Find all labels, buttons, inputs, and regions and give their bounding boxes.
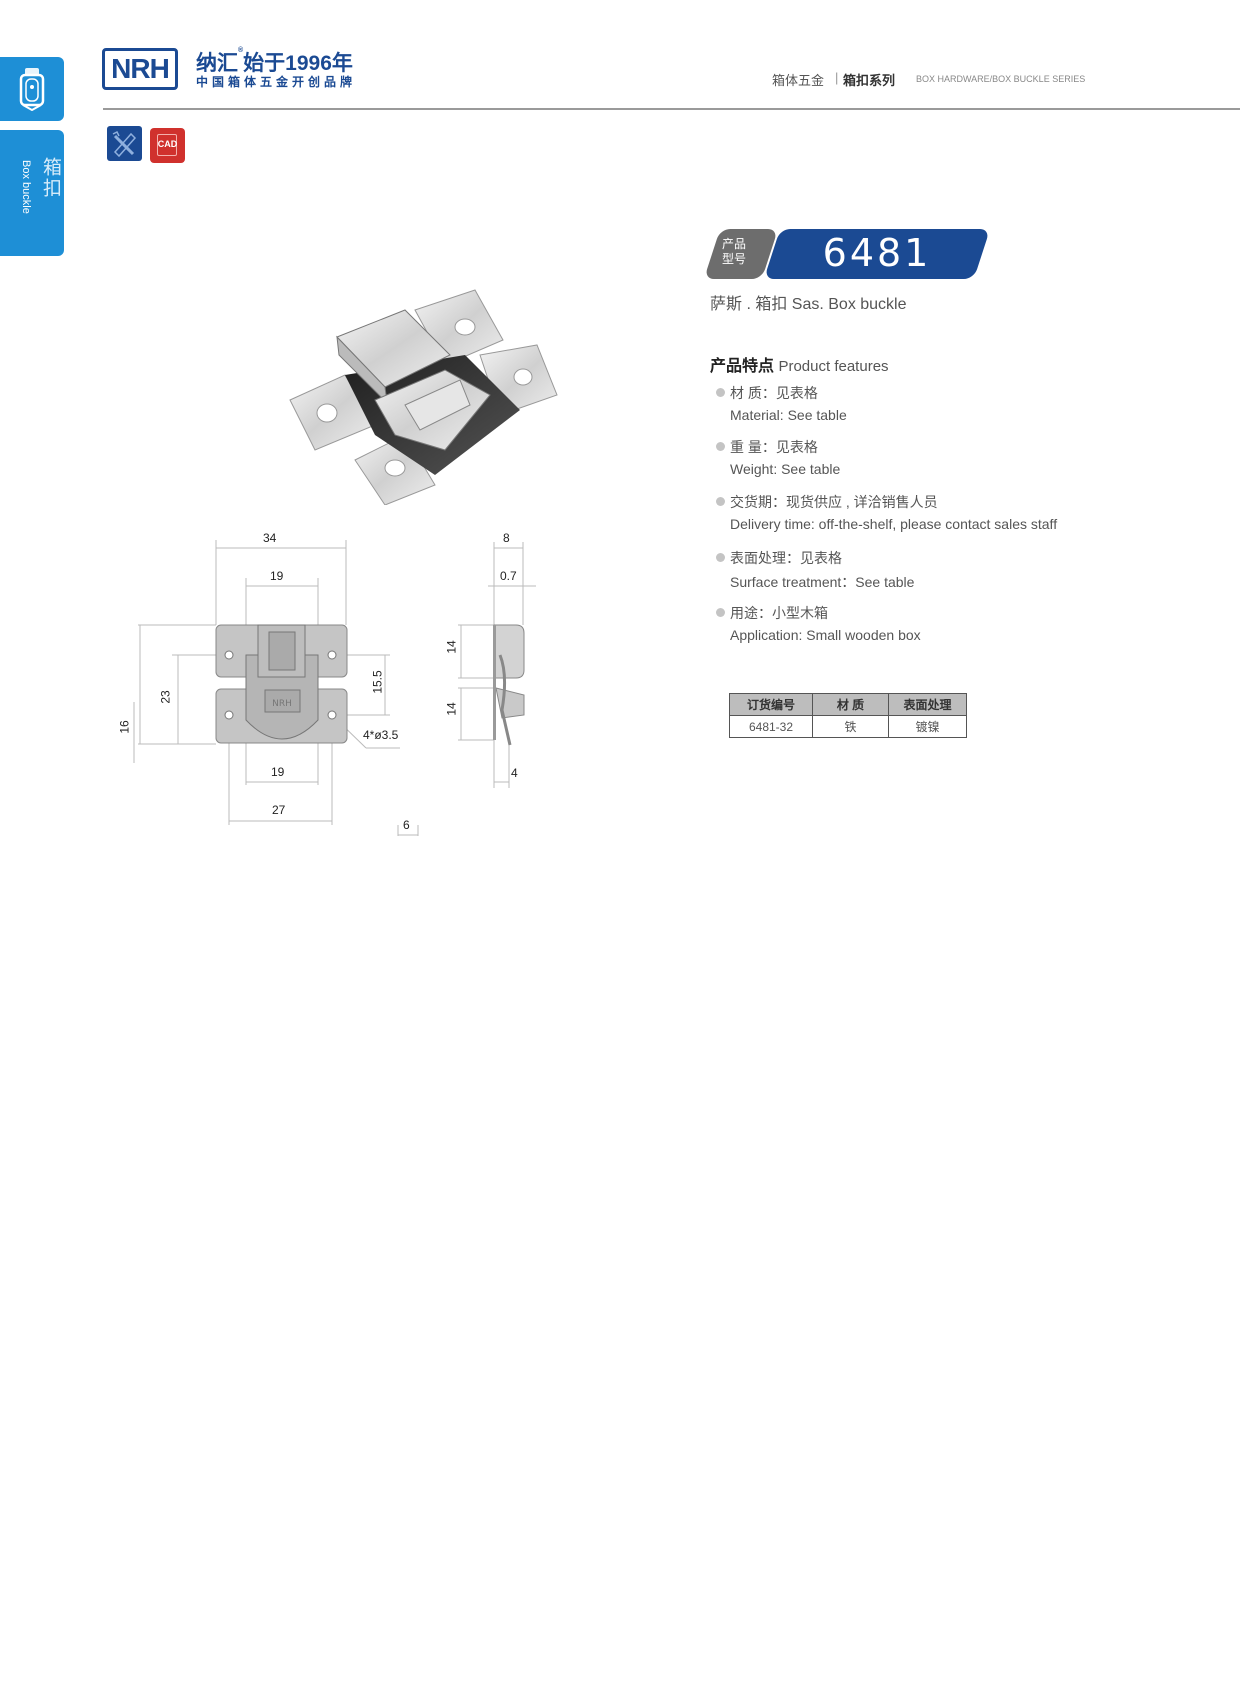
col-surface: 表面处理 <box>888 693 967 716</box>
spec-table: 订货编号 材 质 表面处理 6481-32 铁 镀镍 <box>729 693 967 738</box>
dim-thickness: 0.7 <box>500 569 517 583</box>
model-label: 产品 型号 <box>722 237 762 267</box>
bullet-icon <box>716 442 725 451</box>
feature-en: Surface treatment：See table <box>730 574 915 590</box>
dim-width-inner-bottom: 19 <box>271 765 285 779</box>
dim-depth: 8 <box>503 531 510 545</box>
dim-width-overall: 34 <box>263 531 277 545</box>
dim-offset-6: 6 <box>403 818 410 832</box>
cad-doc-shape <box>157 134 177 156</box>
side-view-drawing <box>458 542 536 788</box>
design-icon[interactable] <box>107 126 142 161</box>
breadcrumb-series[interactable]: 箱扣系列 <box>843 73 896 88</box>
cell-order-no: 6481-32 <box>729 715 813 738</box>
col-material: 材 质 <box>812 693 889 716</box>
breadcrumb-separator: | <box>835 70 839 85</box>
features-title-en: Product features <box>778 358 889 375</box>
table-row: 6481-32 铁 镀镍 <box>729 715 967 738</box>
dim-hole-spacing: 27 <box>272 803 286 817</box>
model-label-line1: 产品 <box>722 237 747 251</box>
features-title: 产品特点 Product features <box>710 352 889 376</box>
feature-cn: 重 量：见表格 <box>730 439 818 455</box>
feature-en: Application: Small wooden box <box>730 627 921 643</box>
brand-cn: 纳汇 <box>196 52 238 75</box>
header-divider <box>103 108 1240 110</box>
model-label-line2: 型号 <box>722 252 747 266</box>
product-icon <box>19 68 45 111</box>
dim-hook-offset: 4 <box>511 766 518 780</box>
product-photo <box>289 289 558 505</box>
dim-height-23: 23 <box>158 690 173 704</box>
feature-en: Delivery time: off-the-shelf, please con… <box>730 516 1058 532</box>
bullet-icon <box>716 608 725 617</box>
sidebar-tab-label-cn: 箱扣 <box>40 157 61 199</box>
brand-name: 纳汇®始于1996年 <box>196 47 353 75</box>
bullet-icon <box>716 497 725 506</box>
bullet-icon <box>716 388 725 397</box>
breadcrumb-en: BOX HARDWARE/BOX BUCKLE SERIES <box>916 74 1086 84</box>
sidebar-tab-box-buckle[interactable]: 箱扣 Box buckle <box>0 130 64 256</box>
feature-cn: 材 质：见表格 <box>730 385 818 401</box>
features-title-cn: 产品特点 <box>710 358 775 375</box>
dim-lower-height: 14 <box>444 702 459 716</box>
sidebar-tab-product[interactable] <box>0 57 64 121</box>
dim-upper-height: 14 <box>444 640 459 654</box>
cell-surface: 镀镍 <box>888 715 967 738</box>
feature-en: Weight: See table <box>730 461 841 477</box>
sidebar-tab-label-en: Box buckle <box>20 160 32 214</box>
feature-cn: 用途：小型木箱 <box>730 605 828 621</box>
cad-icon[interactable]: CAD <box>150 128 185 163</box>
bullet-icon <box>716 553 725 562</box>
front-view-drawing: NRH <box>133 540 419 836</box>
feature-en: Material: See table <box>730 407 847 423</box>
brand-slogan: 始于1996年 <box>243 52 353 75</box>
product-subtitle: 萨斯 . 箱扣 Sas. Box buckle <box>710 296 907 313</box>
breadcrumb-category[interactable]: 箱体五金 <box>772 73 825 88</box>
table-header-row: 订货编号 材 质 表面处理 <box>729 693 967 716</box>
cell-material: 铁 <box>812 715 889 738</box>
feature-cn: 表面处理：见表格 <box>730 550 842 566</box>
dim-width-inner-top: 19 <box>270 569 284 583</box>
svg-text:NRH: NRH <box>272 699 292 709</box>
brand-tagline: 中国箱体五金开创品牌 <box>196 75 357 89</box>
dim-height-15-5: 15.5 <box>370 670 385 694</box>
model-number: 6481 <box>822 231 932 275</box>
col-order-no: 订货编号 <box>729 693 813 716</box>
dim-holes: 4*ø3.5 <box>363 728 399 742</box>
feature-cn: 交货期：现货供应 , 详洽销售人员 <box>730 494 938 510</box>
nrh-logo: NRH <box>102 48 178 90</box>
cad-label: CAD <box>157 139 178 149</box>
dim-height-16: 16 <box>117 720 132 734</box>
